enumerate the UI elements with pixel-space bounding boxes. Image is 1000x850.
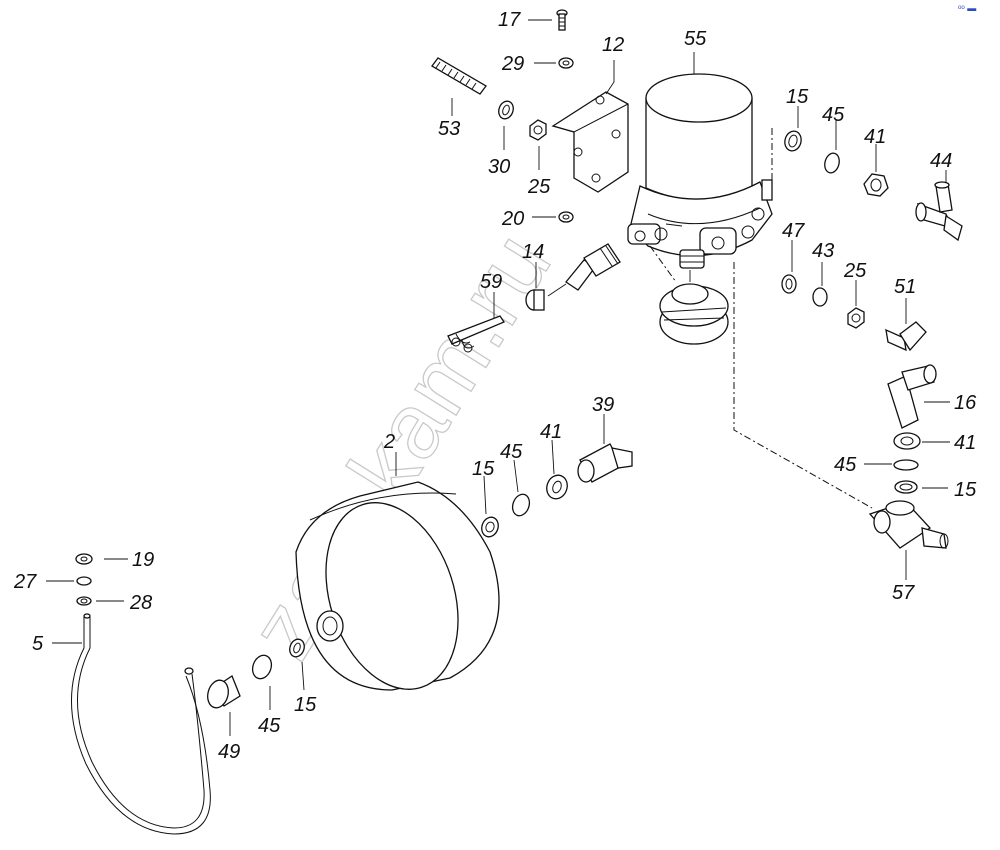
nut-20 xyxy=(558,211,574,223)
plug-39 xyxy=(577,443,633,483)
callout-15-mid: 15 xyxy=(954,479,977,501)
callout-47: 47 xyxy=(782,220,805,242)
callout-53: 53 xyxy=(438,118,460,140)
callout-45-drain: 45 xyxy=(258,715,281,737)
heater-connector xyxy=(547,243,621,297)
leader-lines xyxy=(46,19,950,736)
nut-29 xyxy=(558,57,574,69)
callout-labels: 17 29 12 55 53 30 25 20 15 45 41 44 47 4… xyxy=(13,9,977,763)
oring-45-drain xyxy=(251,654,273,680)
nut-19 xyxy=(75,553,93,565)
callout-55: 55 xyxy=(684,28,707,50)
callout-25-upper: 25 xyxy=(527,176,551,198)
stud-53 xyxy=(431,57,487,95)
callout-44: 44 xyxy=(930,150,952,172)
assembly-line-dryer-valve xyxy=(733,262,873,509)
nut-25-top xyxy=(529,119,547,141)
callout-19: 19 xyxy=(132,549,154,571)
callout-41-tank: 41 xyxy=(540,421,562,443)
callout-14: 14 xyxy=(522,241,544,263)
callout-17: 17 xyxy=(498,9,521,31)
seal-15-mid xyxy=(894,480,918,494)
silencer xyxy=(659,270,729,345)
drain-plug-49 xyxy=(207,675,241,709)
callout-59: 59 xyxy=(480,271,502,293)
seal-15-tank xyxy=(481,516,499,538)
callout-43: 43 xyxy=(812,240,834,262)
washer-47 xyxy=(781,274,797,294)
plug-14 xyxy=(525,289,545,311)
oring-43 xyxy=(812,287,828,307)
valve-57 xyxy=(868,500,949,549)
bolt-17 xyxy=(556,9,568,31)
callout-39: 39 xyxy=(592,394,614,416)
callout-45-mid: 45 xyxy=(834,454,857,476)
callout-51: 51 xyxy=(894,276,916,298)
callout-15-drain: 15 xyxy=(294,694,317,716)
oring-45-mid xyxy=(893,459,919,471)
nut-25-right xyxy=(847,307,865,329)
callout-15-tank: 15 xyxy=(472,458,495,480)
bracket-12 xyxy=(551,60,629,193)
callout-41-top: 41 xyxy=(864,126,886,148)
callout-2: 2 xyxy=(383,431,395,453)
wire-harness-59 xyxy=(447,315,505,353)
ring-28 xyxy=(76,596,92,606)
callout-41-mid: 41 xyxy=(954,432,976,454)
elbow-51 xyxy=(885,321,927,352)
tee-fitting-44 xyxy=(915,181,963,242)
tube-5 xyxy=(71,613,211,835)
sleeve-27 xyxy=(76,576,92,586)
callout-16: 16 xyxy=(954,392,977,414)
callout-12: 12 xyxy=(602,34,624,56)
callout-20: 20 xyxy=(501,208,524,230)
callout-28: 28 xyxy=(129,592,152,614)
callout-25-right: 25 xyxy=(843,260,867,282)
washer-30 xyxy=(498,100,514,120)
air-dryer-55 xyxy=(627,73,773,269)
oring-45-top xyxy=(824,152,840,174)
seal-15-drain xyxy=(289,638,305,658)
callout-15-top: 15 xyxy=(786,86,809,108)
callout-57: 57 xyxy=(892,582,915,604)
seal-15-top xyxy=(784,130,802,152)
nut-41-tank xyxy=(546,474,568,500)
elbow-16 xyxy=(887,364,937,429)
callout-49: 49 xyxy=(218,741,240,763)
nut-41-top xyxy=(863,173,889,197)
receiver-2 xyxy=(295,481,500,691)
nut-41-mid xyxy=(893,432,921,450)
callout-27: 27 xyxy=(13,571,37,593)
callout-45-top: 45 xyxy=(822,104,845,126)
callout-5: 5 xyxy=(32,633,44,655)
corner-mark: ᵒᵒ ▬ xyxy=(958,3,976,13)
callout-30: 30 xyxy=(488,156,510,178)
callout-45-tank: 45 xyxy=(500,441,523,463)
oring-45-tank xyxy=(511,493,531,517)
callout-29: 29 xyxy=(501,53,524,75)
